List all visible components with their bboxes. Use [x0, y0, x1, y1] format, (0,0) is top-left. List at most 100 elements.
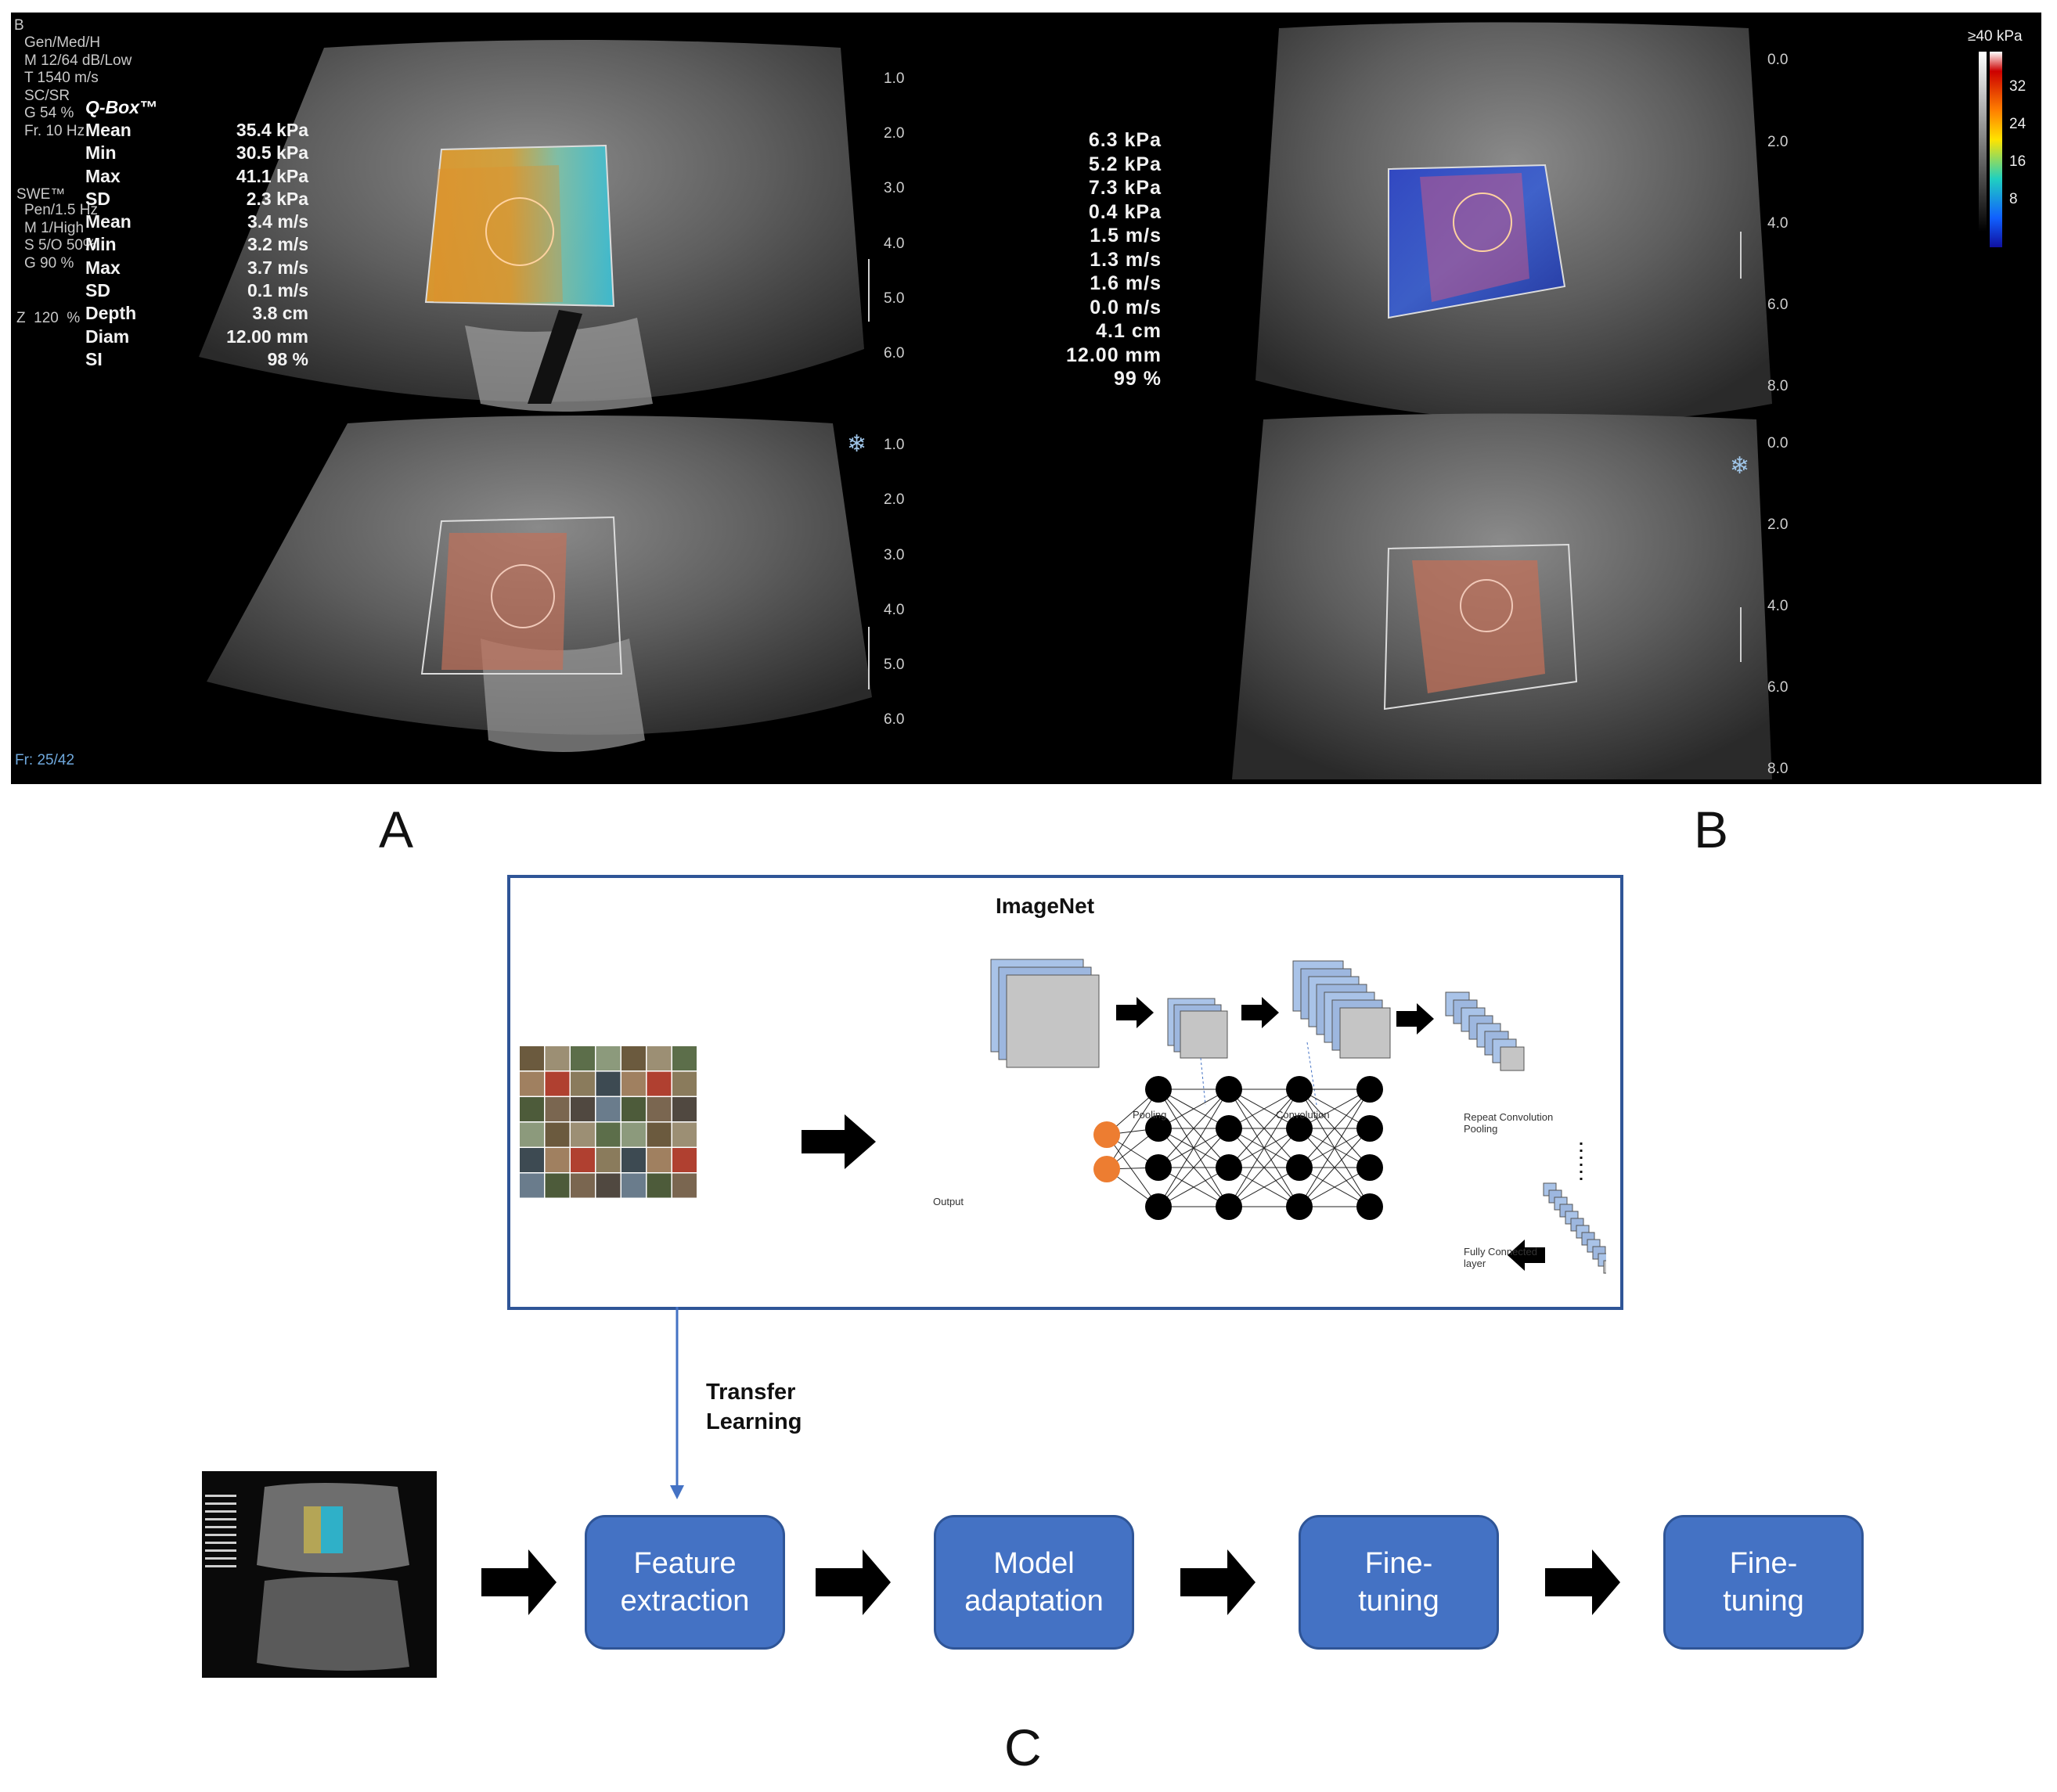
depth-b-1: 0.0	[1767, 52, 1789, 68]
sample-thumbnail	[571, 1097, 595, 1121]
measurement-values-a: 35.4 kPa 30.5 kPa 41.1 kPa 2.3 kPa 3.4 m…	[226, 120, 308, 369]
panel-a-bottom-sector	[207, 416, 872, 752]
swe-label: SWE™	[16, 186, 66, 203]
depth-a-1: 1.0	[884, 70, 905, 87]
measurement-values-b: 6.3 kPa 5.2 kPa 7.3 kPa 0.4 kPa 1.5 m/s …	[1066, 129, 1162, 390]
sample-thumbnail	[647, 1122, 672, 1147]
sample-thumbnail	[672, 1148, 697, 1172]
sample-thumbnail	[647, 1173, 672, 1198]
depth-a-5: 5.0	[884, 290, 905, 307]
sample-thumbnail	[545, 1148, 570, 1172]
imagenet-title: ImageNet	[996, 894, 1095, 918]
sample-thumbnail	[571, 1148, 595, 1172]
sample-thumbnail	[520, 1122, 544, 1147]
depth-a-b2: 2.0	[884, 491, 905, 508]
panel-b-bottom-sector	[1232, 413, 1772, 779]
depth-a-3: 3.0	[884, 180, 905, 196]
sample-thumbnail	[647, 1097, 672, 1121]
sample-thumbnail	[520, 1173, 544, 1198]
repeat-label: Repeat Convolution Pooling	[1464, 1111, 1554, 1135]
zoom-readout: Z 120 %	[16, 310, 81, 326]
hidden-node	[1286, 1193, 1313, 1220]
pipeline-arrow-1-icon	[481, 1549, 557, 1615]
sample-thumbnail	[520, 1148, 544, 1172]
pooling-label: Pooling	[1133, 1109, 1167, 1121]
sample-thumbnail	[621, 1148, 646, 1172]
depth-b-5: 8.0	[1767, 378, 1789, 394]
depth-b-b4: 6.0	[1767, 679, 1789, 696]
sample-thumbnail	[596, 1071, 621, 1096]
sample-thumbnail	[672, 1097, 697, 1121]
panel-label-c: C	[1004, 1718, 1042, 1776]
cnn-diagram	[990, 959, 1606, 1274]
depth-b-2: 2.0	[1767, 134, 1789, 150]
depth-a-b4: 4.0	[884, 602, 905, 618]
imagenet-frame: ImageNet Pooling Convolution Repeat Conv…	[507, 875, 1623, 1310]
colorbar-tick-8: 8	[2009, 191, 2018, 207]
sample-thumbnail	[647, 1148, 672, 1172]
sample-thumbnail	[596, 1046, 621, 1071]
fine-tuning-box-2: Fine- tuning	[1663, 1515, 1864, 1650]
swe-settings: Pen/1.5 Hz M 1/High S 5/O 50% G 90 %	[24, 202, 98, 272]
sample-thumbnail	[672, 1046, 697, 1071]
depth-b-3: 4.0	[1767, 215, 1789, 232]
hidden-node	[1216, 1193, 1242, 1220]
imagenet-sample-grid	[520, 1046, 697, 1198]
sample-thumbnail	[571, 1173, 595, 1198]
hidden-node	[1216, 1115, 1242, 1142]
sample-thumbnail	[545, 1097, 570, 1121]
colorbar-title: ≥40 kPa	[1968, 28, 2023, 45]
sample-thumbnail	[621, 1046, 646, 1071]
depth-a-b6: 6.0	[884, 711, 905, 728]
sample-thumbnail	[520, 1071, 544, 1096]
panel-b-top-sector	[1255, 22, 1772, 423]
hidden-node	[1145, 1154, 1172, 1181]
sample-thumbnail	[596, 1148, 621, 1172]
sample-thumbnail	[621, 1071, 646, 1096]
qbox-title: Q-Box™	[85, 97, 157, 117]
freeze-icon-b: ❄	[1730, 453, 1750, 479]
output-node	[1093, 1121, 1120, 1148]
sample-thumbnail	[545, 1122, 570, 1147]
depth-a-6: 6.0	[884, 345, 905, 362]
pipeline-arrow-2-icon	[816, 1549, 891, 1615]
sample-thumbnail	[672, 1173, 697, 1198]
sample-thumbnail	[596, 1097, 621, 1121]
depth-a-b5: 5.0	[884, 657, 905, 673]
output-node	[1093, 1156, 1120, 1182]
sample-thumbnail	[621, 1173, 646, 1198]
hidden-node	[1216, 1154, 1242, 1181]
colorbar-tick-16: 16	[2009, 153, 2026, 170]
sample-thumbnail	[571, 1122, 595, 1147]
fully-connected-label: Fully Connected layer	[1464, 1246, 1537, 1269]
sample-thumbnail	[672, 1122, 697, 1147]
hidden-node	[1356, 1193, 1383, 1220]
fine-tuning-box-1: Fine- tuning	[1299, 1515, 1499, 1650]
output-label: Output	[933, 1196, 964, 1207]
convolution-label: Convolution	[1276, 1109, 1330, 1121]
hidden-node	[1216, 1076, 1242, 1103]
hidden-node	[1145, 1193, 1172, 1220]
hidden-node	[1286, 1154, 1313, 1181]
sample-thumbnail	[596, 1122, 621, 1147]
sample-thumbnail	[545, 1046, 570, 1071]
pipeline-arrow-3-icon	[1180, 1549, 1255, 1615]
colorbar-tick-24: 24	[2009, 116, 2026, 132]
arrow-right-icon	[802, 1114, 876, 1169]
sample-thumbnail	[520, 1046, 544, 1071]
panel-a-top-sector	[199, 40, 864, 412]
transfer-arrow-icon	[670, 1307, 684, 1499]
freeze-icon: ❄	[847, 431, 867, 457]
depth-b-b3: 4.0	[1767, 598, 1789, 614]
depth-a-4: 4.0	[884, 236, 905, 252]
depth-b-b1: 0.0	[1767, 435, 1789, 452]
sample-thumbnail	[621, 1122, 646, 1147]
panel-label-b: B	[1694, 801, 1729, 858]
hidden-node	[1286, 1076, 1313, 1103]
corner-label: B	[14, 17, 24, 34]
sample-thumbnail	[545, 1071, 570, 1096]
depth-b-4: 6.0	[1767, 297, 1789, 313]
sample-thumbnail	[571, 1046, 595, 1071]
sample-thumbnail	[520, 1097, 544, 1121]
feature-extraction-box: Feature extraction	[585, 1515, 785, 1650]
